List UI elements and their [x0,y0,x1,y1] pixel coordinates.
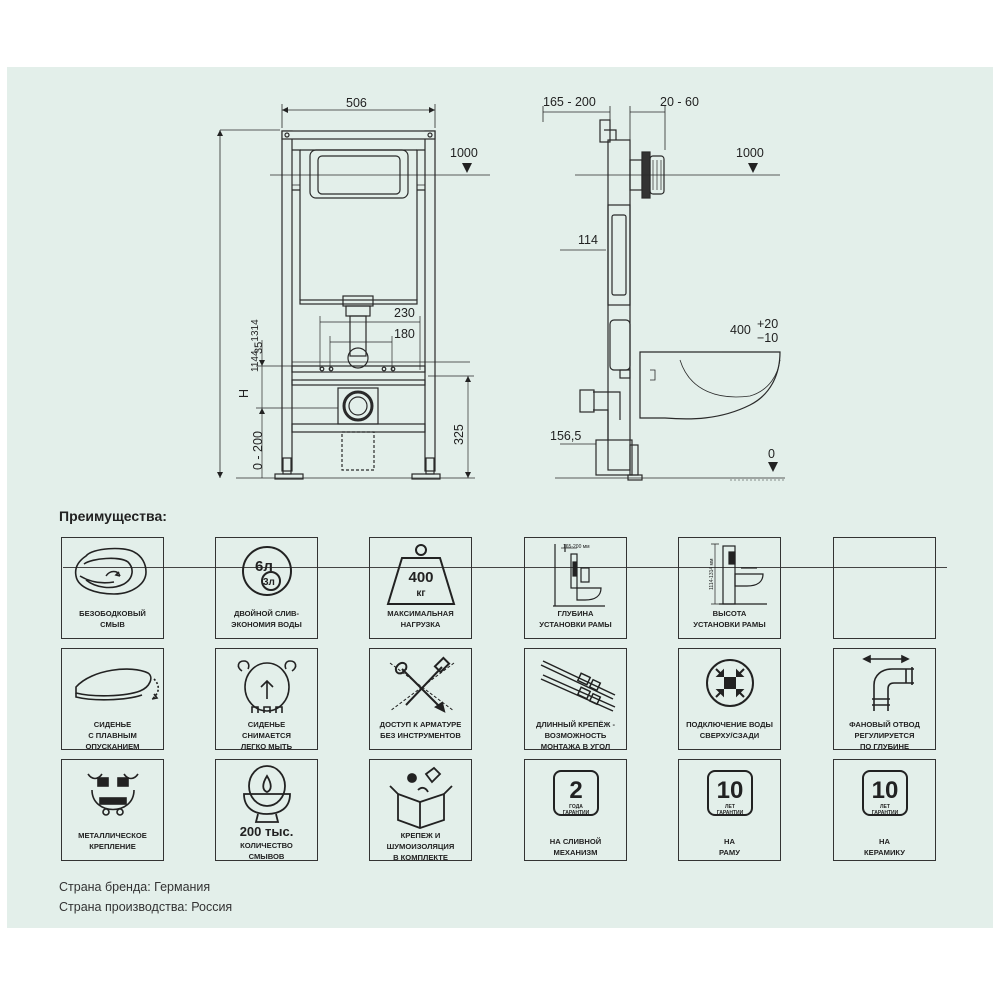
long-bolts-icon [540,660,616,712]
svg-text:3л: 3л [263,577,275,588]
frame-depth-icon: 165-200 мм [553,544,605,607]
dim-floor: 0 [768,447,775,461]
made-country: Страна производства: Россия [59,900,233,914]
card-empty [833,537,936,639]
dim-114: 114 [578,233,598,247]
dim-156: 156,5 [550,429,581,443]
flush-count-icon [243,765,291,823]
dim-height-range: 1144 - 1314 [250,319,261,372]
removable-seat-icon [237,660,297,713]
front-view [217,104,490,480]
dim-depth: 165 - 200 [543,95,596,109]
dual-flush-icon: 6л 3л [242,546,292,596]
dim-adjust: 0 - 200 [251,431,265,470]
brand-country: Страна бренда: Германия [59,880,211,894]
svg-text:6л: 6л [255,558,273,575]
dim-offset: 20 - 60 [660,95,699,109]
dim-230: 230 [394,306,415,320]
soft-close-seat-icon [75,668,160,701]
svg-text:кг: кг [416,588,425,599]
dim-tol-minus: −10 [757,331,778,345]
dim-level-side: 1000 [736,146,764,160]
dim-width: 506 [346,96,367,110]
dim-325: 325 [452,424,466,445]
water-connection-icon [706,659,754,707]
flush-count-value: 200 тыс. [239,824,294,839]
dim-bowl-height: 400 [730,323,751,337]
advantages-title: Преимущества: [59,508,167,524]
tool-free-icon [389,656,455,713]
dim-35: 35 [253,342,265,354]
dim-height-label: H [237,389,251,398]
installation-drawing: 506 1000 230 180 325 H 1144 - 1314 35 0 … [217,95,785,481]
side-view [542,106,785,481]
section-divider [63,567,947,568]
svg-text:1114-1314 мм: 1114-1314 мм [709,558,715,590]
dim-level-front: 1000 [450,146,478,160]
spec-sheet: 506 1000 230 180 325 H 1144 - 1314 35 0 … [7,67,993,928]
frame-height-icon: 1114-1314 мм [709,543,767,605]
metal-mount-icon [87,773,139,816]
svg-text:400: 400 [408,569,433,586]
rimless-bowl-icon [74,547,147,595]
fixings-kit-icon [389,766,453,829]
dim-tol-plus: +20 [757,317,778,331]
card-dual-flush: 6л 3л ДВОЙНОЙ СЛИВ-ЭКОНОМИЯ ВОДЫ [215,537,318,639]
dim-180: 180 [394,327,415,341]
svg-text:165-200 мм: 165-200 мм [563,544,590,550]
max-load-icon: 400 кг [386,544,456,605]
adjustable-drain-icon [862,654,914,711]
